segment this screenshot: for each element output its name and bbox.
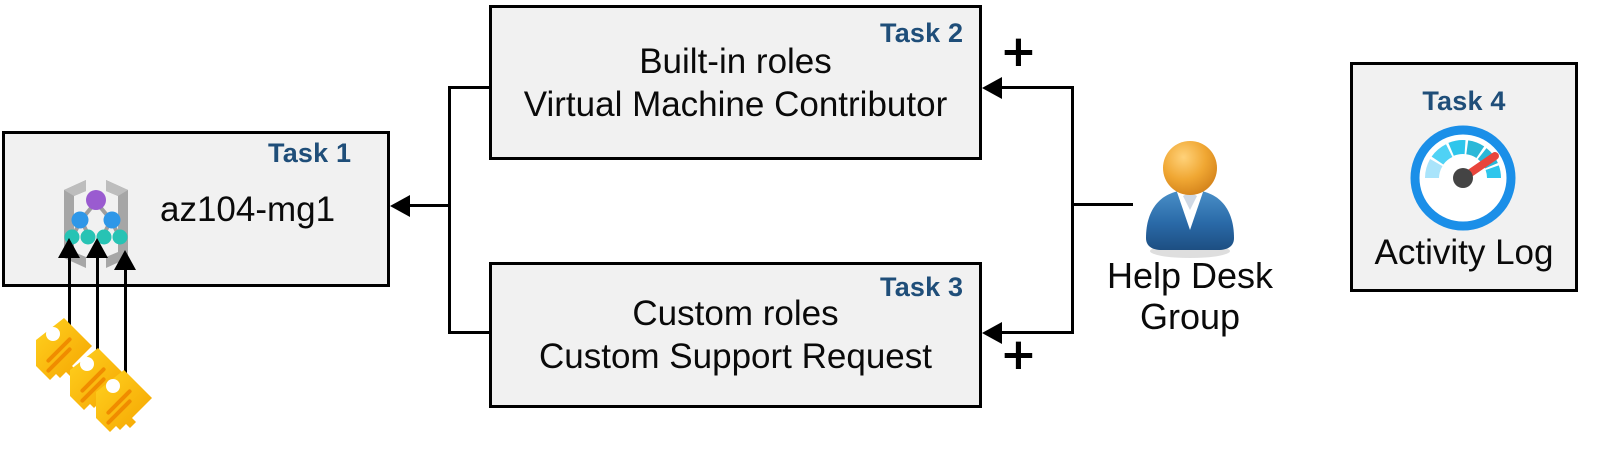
activity-log-gauge-icon	[1404, 124, 1522, 232]
task-3-tag: Task 3	[880, 272, 964, 302]
right-connector-bottom-branch	[1002, 331, 1074, 334]
key-arrow-head-3	[114, 250, 136, 270]
task-2-tag: Task 2	[880, 18, 964, 48]
task-1-label: az104-mg1	[160, 190, 336, 229]
task-3-line-2: Custom Support Request	[539, 337, 932, 376]
task-4-label: Activity Log	[1374, 233, 1554, 272]
key-arrow-line-2	[96, 256, 99, 392]
arrow-into-task2	[982, 77, 1002, 99]
key-arrow-head-2	[86, 238, 108, 258]
actor-label-line-1: Help Desk	[1106, 255, 1274, 296]
left-connector-bottom-branch	[448, 331, 492, 334]
task-3-box[interactable]	[489, 262, 982, 408]
right-connector-to-actor	[1071, 203, 1133, 206]
keys-icon	[34, 316, 164, 449]
task-3-line-1: Custom roles	[632, 294, 839, 333]
plus-sign-top: +	[1000, 26, 1037, 77]
management-group-icon	[48, 172, 144, 268]
key-arrow-head-1	[58, 238, 80, 258]
arrow-into-task1	[390, 195, 410, 217]
actor-label-line-2: Group	[1139, 296, 1241, 337]
task-2-line-1: Built-in roles	[639, 42, 832, 81]
left-connector-to-task1	[408, 204, 451, 207]
right-connector-vertical	[1071, 86, 1074, 334]
task-2-line-2: Virtual Machine Contributor	[523, 85, 948, 124]
task-2-box[interactable]	[489, 5, 982, 160]
key-arrow-line-3	[124, 268, 127, 420]
plus-sign-bottom: +	[1000, 329, 1037, 380]
left-connector-vertical	[448, 86, 451, 334]
left-connector-top-branch	[448, 86, 492, 89]
right-connector-top-branch	[1002, 86, 1074, 89]
task-4-tag: Task 4	[1422, 86, 1506, 116]
key-arrow-line-1	[68, 256, 71, 366]
task-1-tag: Task 1	[268, 138, 352, 168]
user-group-icon	[1130, 138, 1250, 260]
arrow-into-task3	[982, 322, 1002, 344]
